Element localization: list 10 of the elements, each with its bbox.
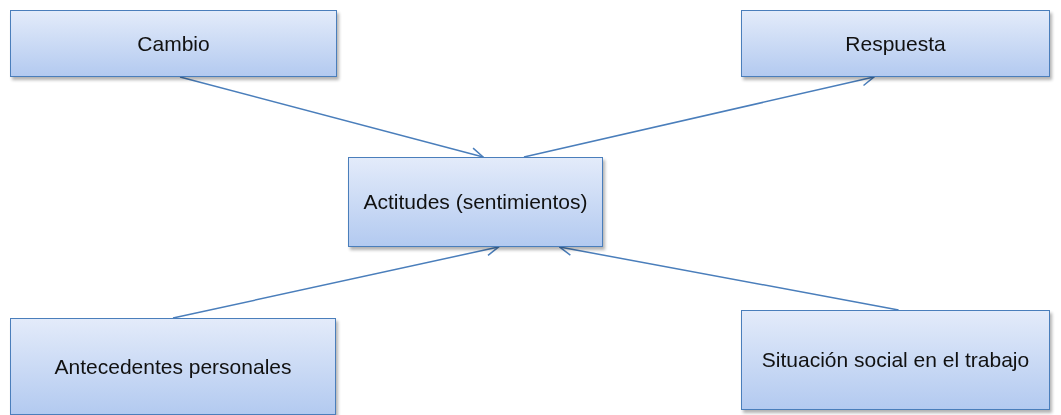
- box-label: Respuesta: [845, 30, 946, 57]
- box-label: Cambio: [137, 30, 210, 57]
- box-label: Antecedentes personales: [54, 353, 292, 380]
- process-box: [10, 318, 336, 415]
- process-box: [741, 10, 1050, 77]
- process-box: [741, 310, 1050, 410]
- process-box: [348, 157, 603, 247]
- process-box: [10, 10, 337, 77]
- box-label: Situación social en el trabajo: [761, 347, 1030, 374]
- box-label: Actitudes (sentimientos): [363, 189, 588, 216]
